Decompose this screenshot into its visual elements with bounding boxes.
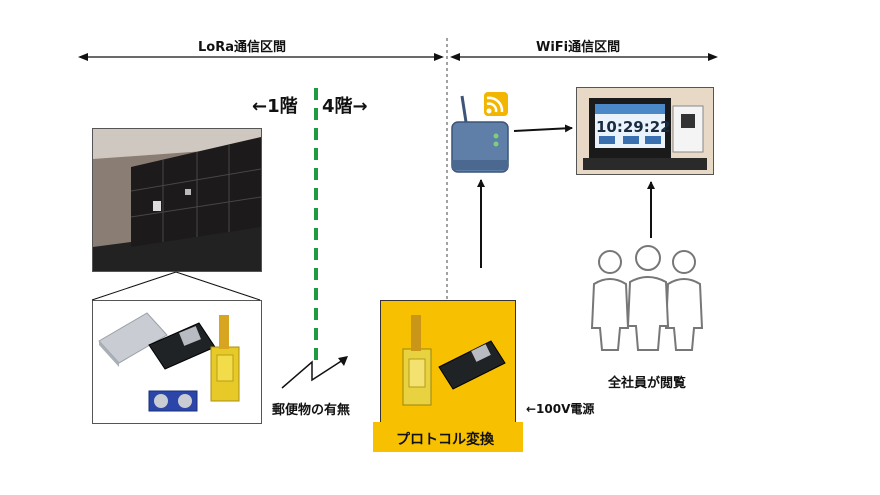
people-group-icon — [590, 245, 704, 351]
protocol-label: プロトコル変換 — [396, 432, 494, 448]
lora-span-arrow — [78, 53, 444, 61]
wifi-span-arrow — [450, 53, 718, 61]
lora-span-label: LoRa通信区間 — [198, 40, 286, 55]
wifi-signal-icon — [484, 92, 508, 116]
mail-presence-label: 郵便物の有無 — [272, 403, 351, 418]
tablet-photo — [576, 87, 714, 175]
sensor-node-photo — [92, 300, 262, 424]
wifi-router-icon — [451, 95, 509, 173]
arrow-router-to-tablet — [513, 124, 573, 133]
mailbox-photo — [92, 128, 262, 272]
zoom-line-left — [91, 271, 177, 301]
floor-4-label: 4階→ — [322, 96, 368, 117]
tablet-clock: 10:29:22 — [596, 118, 671, 136]
gateway-photo — [380, 300, 516, 424]
floor-1-label: ←1階 — [252, 96, 298, 117]
power-label: ←100V電源 — [526, 402, 595, 416]
zoom-line-right — [175, 271, 261, 301]
lora-transmission-icon — [281, 357, 347, 389]
all-employees-label: 全社員が閲覧 — [608, 376, 687, 391]
wifi-span-label: WiFi通信区間 — [536, 40, 621, 55]
protocol-label-box — [373, 422, 523, 452]
